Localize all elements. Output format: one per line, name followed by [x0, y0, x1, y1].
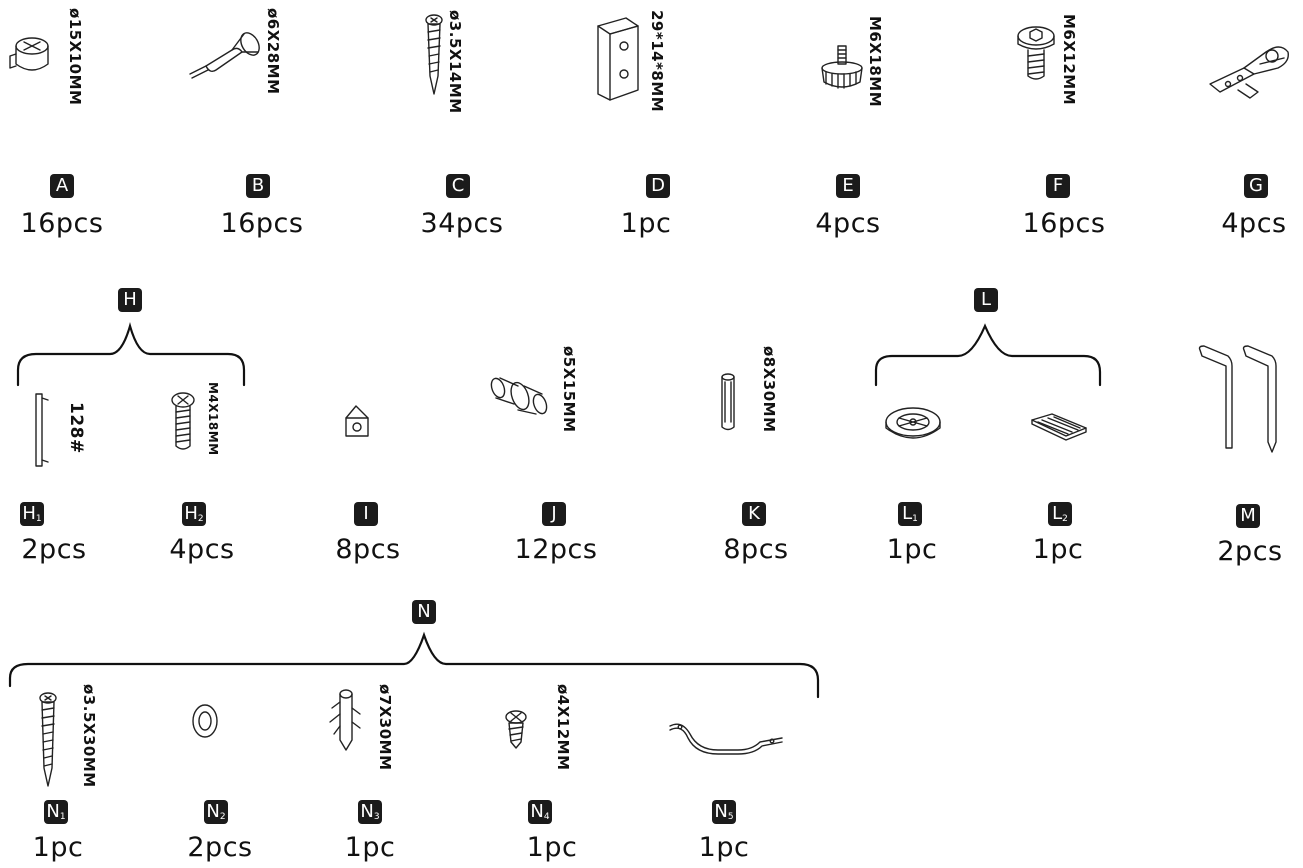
qty-k: 8pcs: [723, 534, 789, 565]
corner-cap-icon: [345, 405, 369, 437]
machine-screw-icon: [171, 392, 195, 450]
badge-c: C: [446, 174, 470, 198]
qty-b: 16pcs: [220, 208, 304, 239]
qty-a: 16pcs: [20, 208, 104, 239]
bracket-n: [8, 631, 820, 699]
spec-label: ø7X30MM: [376, 684, 394, 771]
spec-label: ø3.5X14MM: [446, 10, 464, 114]
qty-n1: 1pc: [32, 832, 84, 863]
wood-screw-icon: [39, 692, 57, 787]
vent-plate-icon: [1031, 413, 1087, 441]
cam-bolt-icon: [189, 32, 260, 79]
qty-n2: 2pcs: [187, 832, 253, 863]
leveling-foot-icon: [821, 45, 863, 89]
badge-n-group: N: [412, 600, 436, 624]
spec-label: ø8X30MM: [760, 346, 778, 433]
hinge-icon: [1209, 46, 1289, 99]
spec-label: ø5X15MM: [560, 346, 578, 433]
spec-label: M4X18MM: [206, 382, 220, 456]
spec-label: ø6X28MM: [264, 8, 282, 95]
qty-c: 34pcs: [420, 208, 504, 239]
wood-screw-icon: [425, 14, 443, 95]
qty-f: 16pcs: [1022, 208, 1106, 239]
badge-h2: H2: [182, 502, 206, 526]
qty-j: 12pcs: [514, 534, 598, 565]
badge-n1: N1: [44, 800, 68, 824]
qty-n4: 1pc: [526, 832, 578, 863]
spec-label: 29*14*8MM: [648, 10, 666, 113]
badge-a: A: [50, 174, 74, 198]
short-screw-icon: [505, 710, 527, 749]
wall-anchor-icon: [329, 689, 361, 751]
badge-n5: N5: [712, 800, 736, 824]
badge-l2: L2: [1048, 502, 1072, 526]
spec-label: M6X12MM: [1060, 14, 1078, 106]
washer-icon: [192, 704, 218, 738]
qty-l2: 1pc: [1032, 534, 1084, 565]
badge-k: K: [742, 502, 766, 526]
spec-label: ø4X12MM: [554, 684, 572, 771]
badge-n4: N4: [528, 800, 552, 824]
cam-lock-icon: [9, 37, 49, 71]
dowel-icon: [721, 373, 735, 431]
handle-icon: [35, 393, 49, 467]
badge-m: M: [1236, 504, 1260, 528]
badge-n3: N3: [358, 800, 382, 824]
qty-l1: 1pc: [886, 534, 938, 565]
qty-n3: 1pc: [344, 832, 396, 863]
hex-bolt-icon: [1017, 26, 1055, 80]
angle-bracket-icon: [597, 17, 639, 101]
spec-label: ø15X10MM: [66, 8, 84, 106]
qty-h1: 2pcs: [21, 534, 87, 565]
qty-h2: 4pcs: [169, 534, 235, 565]
cable-grommet-icon: [885, 407, 941, 439]
badge-b: B: [246, 174, 270, 198]
badge-d: D: [646, 174, 670, 198]
spec-label: M6X18MM: [866, 16, 884, 108]
qty-g: 4pcs: [1221, 208, 1287, 239]
badge-h1: H1: [20, 502, 44, 526]
badge-l1: L1: [898, 502, 922, 526]
bracket-l: [874, 323, 1102, 387]
qty-i: 8pcs: [335, 534, 401, 565]
badge-g: G: [1244, 174, 1268, 198]
allen-key-icon: [1198, 345, 1277, 453]
bracket-h: [16, 321, 246, 387]
qty-m: 2pcs: [1217, 536, 1283, 567]
badge-n2: N2: [204, 800, 228, 824]
badge-f: F: [1046, 174, 1070, 198]
spec-label: 128#: [66, 402, 86, 454]
badge-i: I: [354, 502, 378, 526]
anti-tip-strap-icon: [669, 723, 783, 755]
badge-j: J: [542, 502, 566, 526]
badge-l-group: L: [974, 288, 998, 312]
qty-n5: 1pc: [698, 832, 750, 863]
qty-d: 1pc: [620, 208, 672, 239]
shelf-pin-icon: [490, 377, 548, 415]
qty-e: 4pcs: [815, 208, 881, 239]
spec-label: ø3.5X30MM: [80, 684, 98, 788]
badge-h-group: H: [118, 288, 142, 312]
badge-e: E: [836, 174, 860, 198]
